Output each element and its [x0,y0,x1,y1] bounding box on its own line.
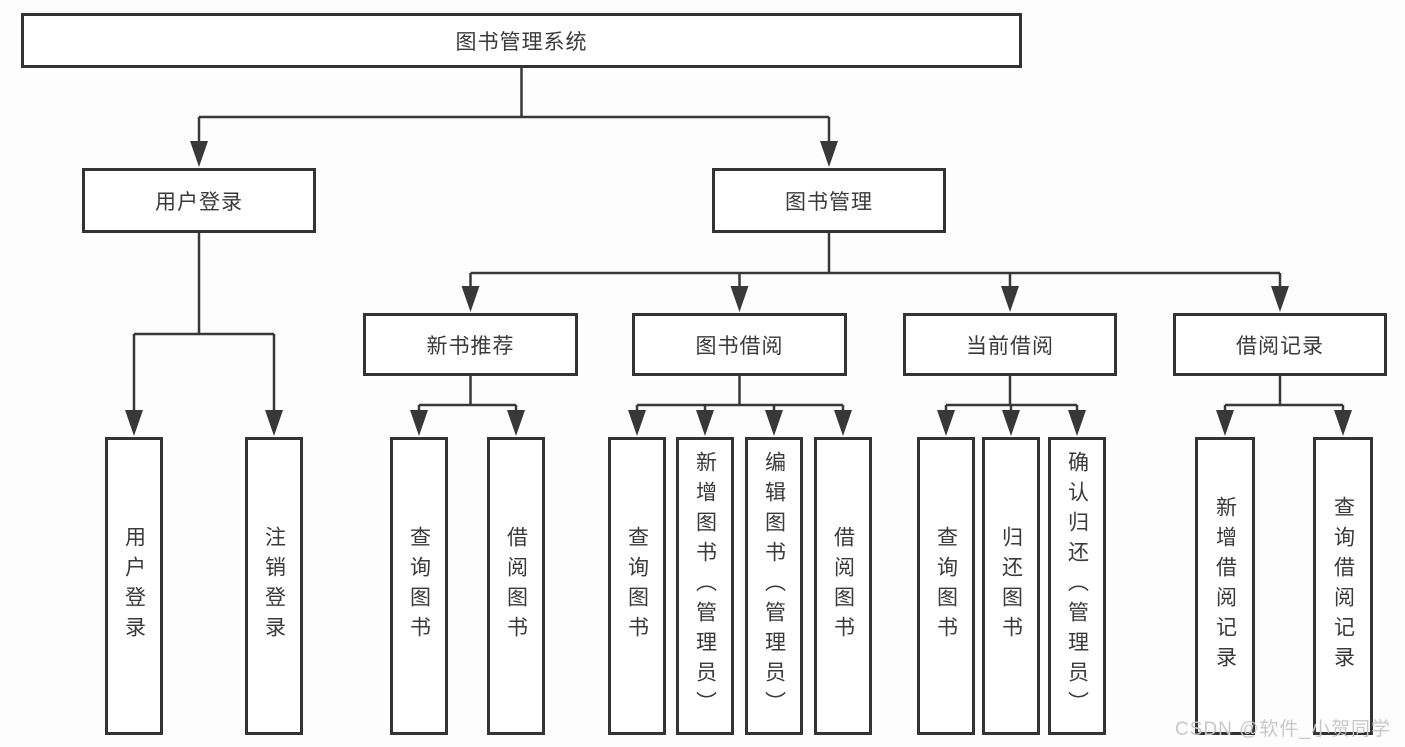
connector-book-management-to-level3 [461,233,1289,312]
node-new-book-recommendation: 新书推荐 [363,313,578,376]
node-label: 新增图书（管理员） [693,451,717,721]
node-label: 借阅图书 [504,526,528,646]
csdn-watermark: CSDN @软件_小贺同学 [1175,719,1391,740]
leaf-user-login: 用户登录 [105,437,163,735]
node-label: 图书管理系统 [455,30,588,54]
leaf-query-books-current: 查询图书 [917,437,975,735]
node-label: 查询图书 [407,526,431,646]
node-label: 查询图书 [934,526,958,646]
connector-user-login-to-leaves [125,233,283,436]
node-label: 注销登录 [262,526,286,646]
node-label: 图书管理 [785,190,873,214]
leaf-add-books-admin: 新增图书（管理员） [676,437,734,735]
leaf-return-books: 归还图书 [982,437,1040,735]
node-current-borrowing: 当前借阅 [903,313,1117,376]
leaf-borrow-books: 借阅图书 [814,437,872,735]
leaf-add-borrow-record: 新增借阅记录 [1195,437,1255,735]
node-label: 新增借阅记录 [1213,496,1237,676]
node-library-management-system: 图书管理系统 [21,13,1022,68]
node-borrowing-records: 借阅记录 [1173,313,1387,376]
node-book-borrowing: 图书借阅 [632,313,847,376]
connector-book-borrowing-to-leaves [628,376,852,436]
leaf-edit-books-admin: 编辑图书（管理员） [745,437,803,735]
node-label: 查询借阅记录 [1331,496,1355,676]
node-label: 新书推荐 [426,334,515,358]
node-label: 借阅图书 [831,526,855,646]
connector-borrowing-records-to-leaves [1216,376,1352,436]
node-label: 借阅记录 [1236,334,1324,358]
leaf-query-books-recommendation: 查询图书 [390,437,448,735]
node-label: 确认归还（管理员） [1065,451,1089,721]
node-label: 用户登录 [122,526,146,646]
node-book-management: 图书管理 [712,168,946,233]
node-label: 用户登录 [155,190,243,214]
leaf-query-books-borrowing: 查询图书 [608,437,666,735]
leaf-query-borrow-record: 查询借阅记录 [1313,437,1373,735]
node-label: 当前借阅 [966,334,1054,358]
leaf-confirm-return-admin: 确认归还（管理员） [1048,437,1106,735]
node-label: 编辑图书（管理员） [762,451,786,721]
leaf-logout: 注销登录 [245,437,303,735]
connector-new-book-rec-to-leaves [410,376,525,436]
node-label: 查询图书 [625,526,649,646]
connector-current-borrowing-to-leaves [937,376,1086,436]
node-label: 归还图书 [999,526,1023,646]
node-label: 图书借阅 [695,334,784,358]
node-user-login: 用户登录 [82,168,316,233]
leaf-borrow-books-recommendation: 借阅图书 [487,437,545,735]
connector-root-to-level2 [190,68,838,167]
